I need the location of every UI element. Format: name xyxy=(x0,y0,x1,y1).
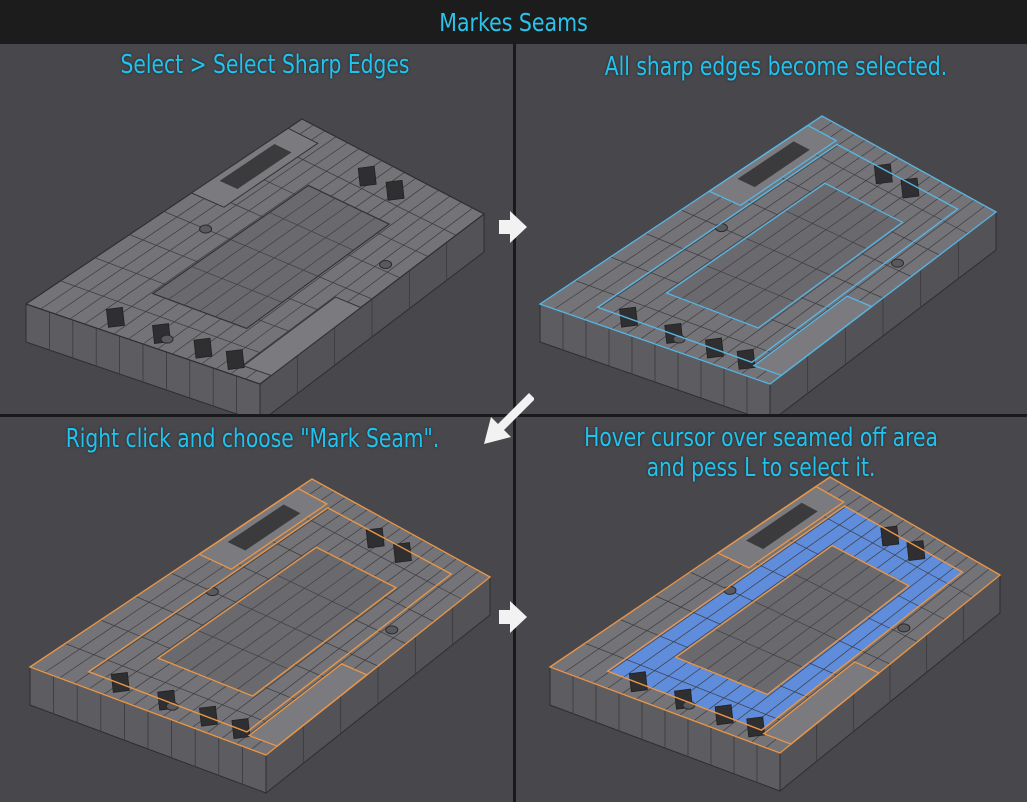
mesh-object xyxy=(548,476,1002,793)
caption-line: Hover cursor over seamed off area xyxy=(584,423,938,453)
edge-overlay xyxy=(538,115,998,385)
mesh-object xyxy=(538,115,998,414)
edge-overlay xyxy=(548,476,1002,754)
mesh-viewport xyxy=(548,476,1002,793)
mesh-viewport xyxy=(24,118,486,414)
panel-caption: Right click and choose "Mark Seam". xyxy=(56,424,450,454)
page-title: Markes Seams xyxy=(439,7,588,37)
panel-caption: Select > Select Sharp Edges xyxy=(113,50,417,80)
right-arrow-icon xyxy=(499,211,527,243)
caption-line: All sharp edges become selected. xyxy=(604,52,948,82)
down-left-arrow-icon xyxy=(484,393,534,444)
caption-line: Right click and choose "Mark Seam". xyxy=(65,424,440,454)
panel-caption: All sharp edges become selected. xyxy=(597,52,956,82)
panel-select-sharp-edges: Select > Select Sharp Edges xyxy=(0,44,513,414)
caption-line: Select > Select Sharp Edges xyxy=(120,50,410,80)
panel-select-linked: Hover cursor over seamed off area and pe… xyxy=(516,417,1027,802)
edge-overlay xyxy=(28,478,492,756)
caption-line: and pess L to select it. xyxy=(646,453,876,483)
mesh-object xyxy=(28,478,492,795)
mesh-viewport xyxy=(28,478,492,795)
mesh-object xyxy=(24,118,486,414)
right-arrow-icon xyxy=(499,601,527,633)
panel-mark-seam: Right click and choose "Mark Seam". xyxy=(0,417,513,802)
panel-caption: Hover cursor over seamed off area and pe… xyxy=(570,423,952,483)
panel-sharp-edges-selected: All sharp edges become selected. xyxy=(516,44,1027,414)
mesh-viewport xyxy=(538,115,998,414)
title-bar: Markes Seams xyxy=(0,0,1027,44)
